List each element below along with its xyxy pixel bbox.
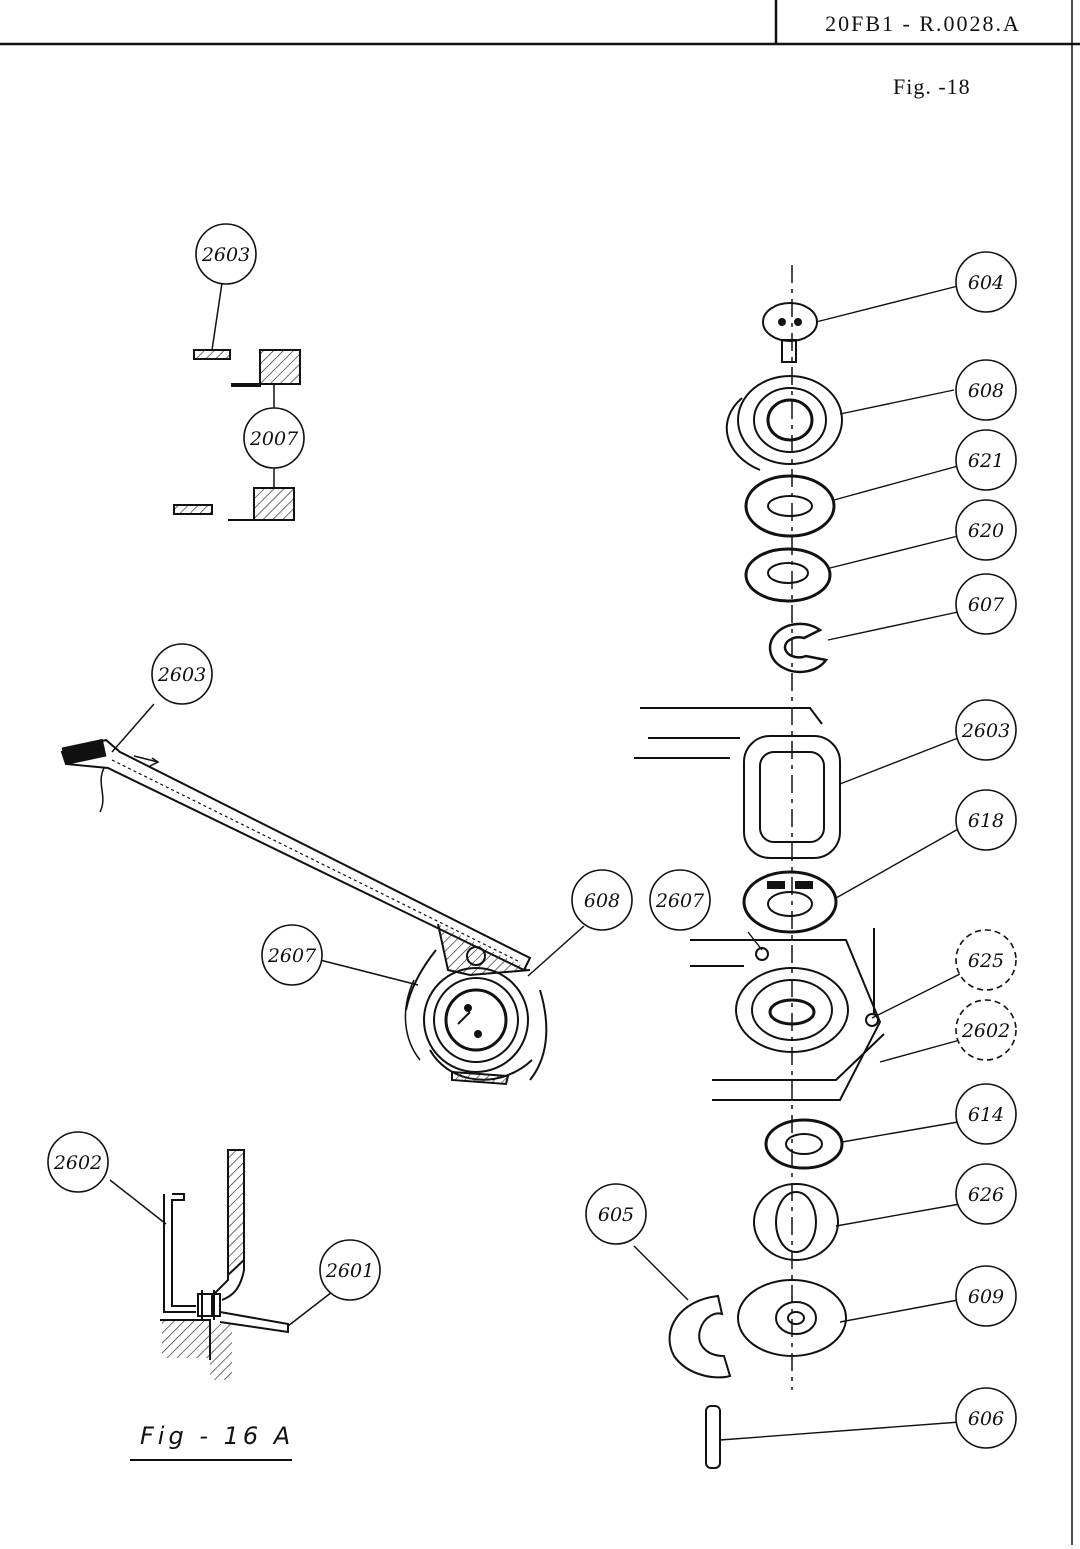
figure-number: Fig. -18 (893, 74, 971, 99)
leader-lines (633, 285, 965, 1441)
document-id: 20FB1 - R.0028.A (825, 11, 1021, 36)
callout-608-right: 608 (968, 380, 1004, 402)
section-view-group (173, 282, 301, 521)
callout-2007: 2007 (249, 428, 299, 450)
callout-2607-mid: 2607 (655, 890, 705, 912)
callout-608-left: 608 (584, 890, 620, 912)
callout-2603-left: 2603 (157, 664, 206, 686)
callout-2603-right: 2603 (961, 720, 1010, 742)
exploded-stack (634, 265, 885, 1469)
fig-16a-detail (109, 1149, 333, 1461)
callout-2602-right: 2602 (961, 1020, 1010, 1042)
figure-caption: Fig - 16 A (140, 1422, 295, 1450)
callout-626: 626 (968, 1184, 1004, 1206)
callout-620: 620 (968, 520, 1004, 542)
callout-2602-left: 2602 (53, 1152, 102, 1174)
callout-labels: 2603 2007 2603 608 2607 2607 2602 2601 6… (53, 244, 1010, 1430)
callout-604: 604 (968, 272, 1004, 294)
callout-625: 625 (968, 950, 1004, 972)
callout-2601: 2601 (325, 1260, 374, 1282)
callout-2607-left: 2607 (267, 945, 317, 967)
callout-circles (47, 223, 1017, 1449)
callout-606: 606 (968, 1408, 1004, 1430)
callout-618: 618 (968, 810, 1004, 832)
lever-assembly (60, 703, 585, 1086)
callout-614: 614 (968, 1104, 1004, 1126)
callout-621: 621 (968, 450, 1004, 472)
callout-605: 605 (598, 1204, 634, 1226)
callout-609: 609 (968, 1286, 1004, 1308)
callout-607: 607 (968, 594, 1005, 616)
callout-2603-top: 2603 (201, 244, 250, 266)
